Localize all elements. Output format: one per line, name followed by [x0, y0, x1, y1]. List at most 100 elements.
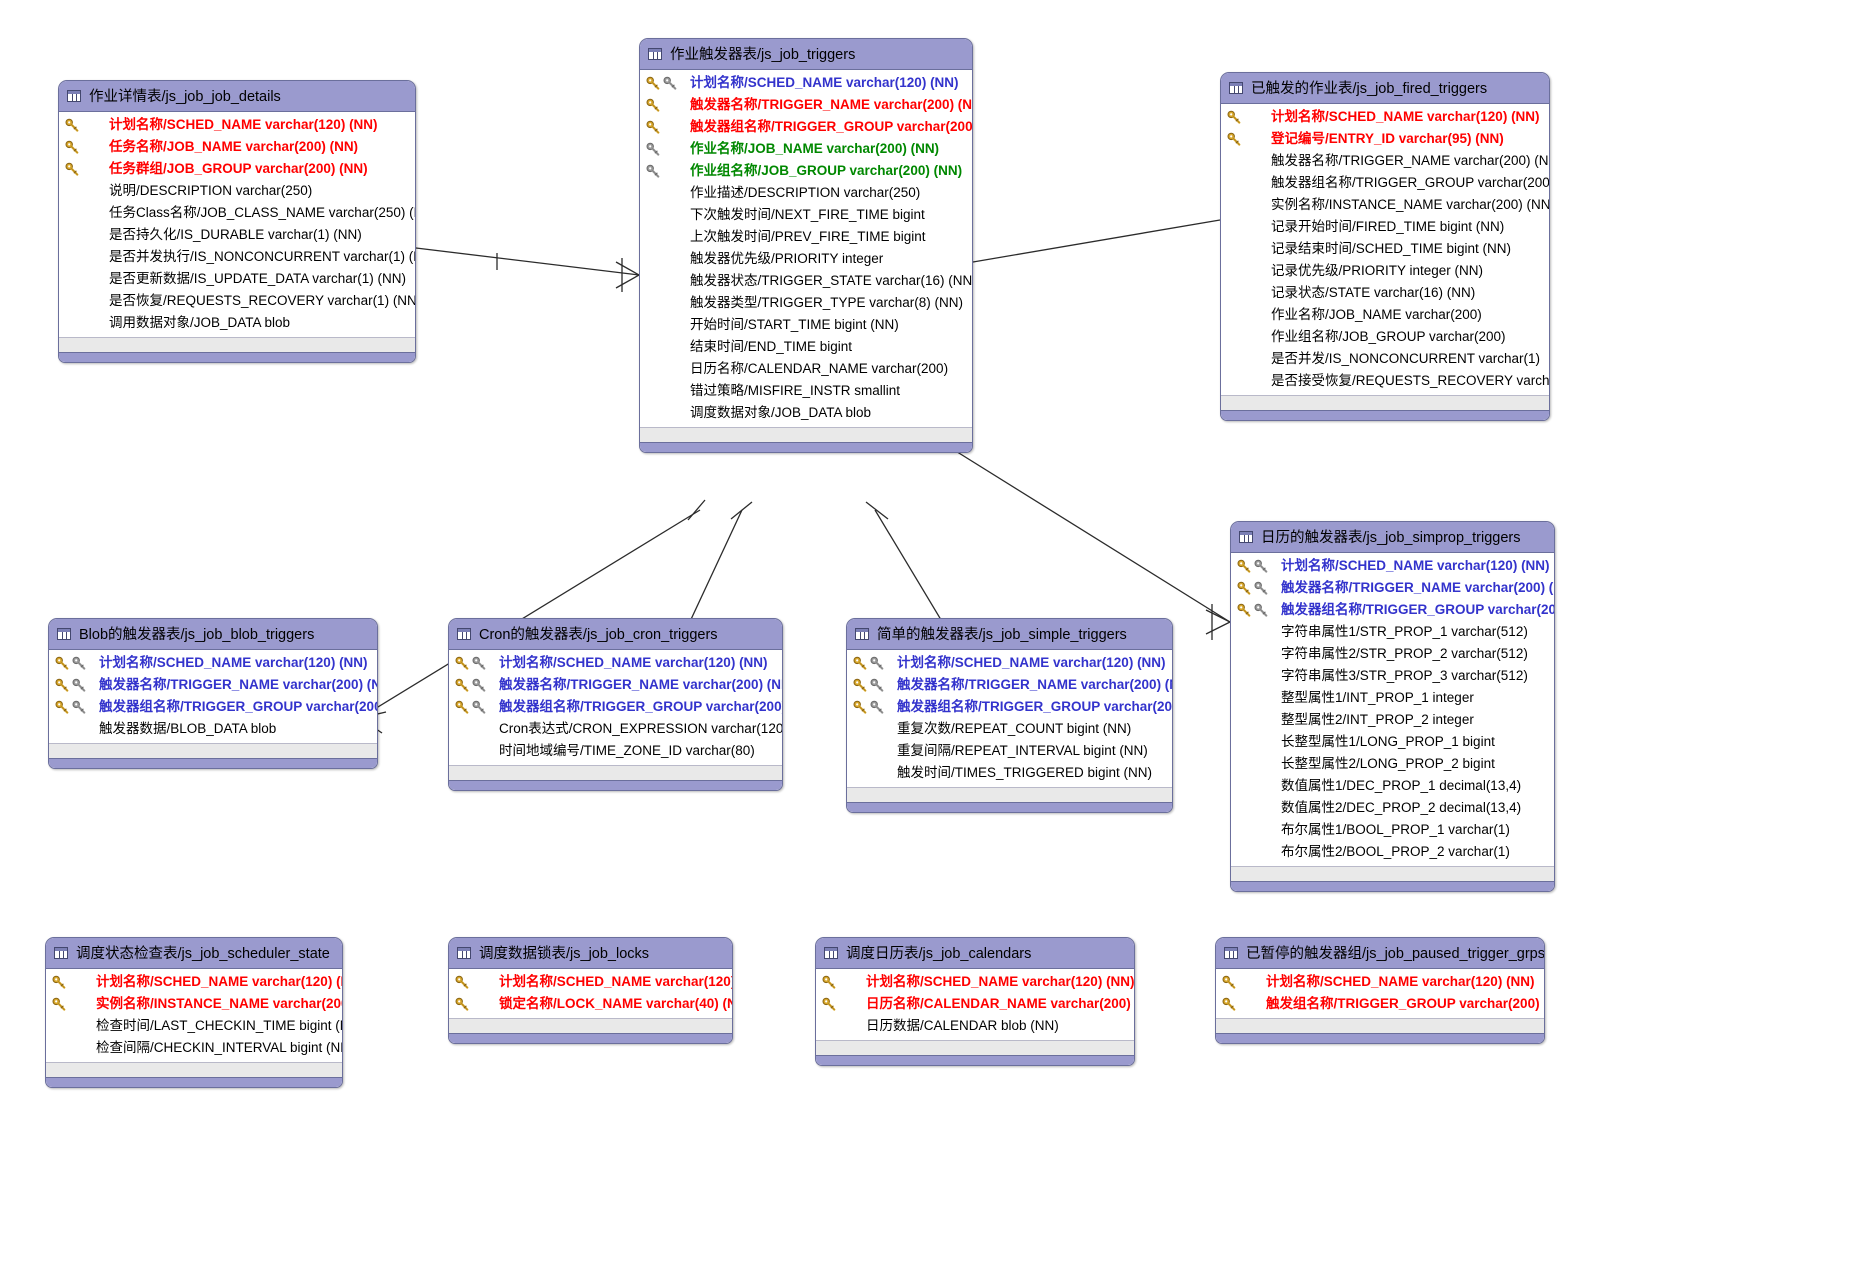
column-row[interactable]: 计划名称/SCHED_NAME varchar(120) (NN)	[640, 72, 972, 94]
column-row[interactable]: 计划名称/SCHED_NAME varchar(120) (NN)	[49, 652, 377, 674]
column-row[interactable]: 记录开始时间/FIRED_TIME bigint (NN)	[1221, 216, 1549, 238]
column-row[interactable]: 重复间隔/REPEAT_INTERVAL bigint (NN)	[847, 740, 1172, 762]
entity-header-simprop_triggers[interactable]: 日历的触发器表/js_job_simprop_triggers	[1231, 522, 1554, 553]
column-row[interactable]: 是否恢复/REQUESTS_RECOVERY varchar(1) (NN)	[59, 290, 415, 312]
column-row[interactable]: 重复次数/REPEAT_COUNT bigint (NN)	[847, 718, 1172, 740]
column-row[interactable]: 日历名称/CALENDAR_NAME varchar(200) (NN)	[816, 993, 1134, 1015]
entity-header-locks[interactable]: 调度数据锁表/js_job_locks	[449, 938, 732, 969]
entity-header-job_details[interactable]: 作业详情表/js_job_job_details	[59, 81, 415, 112]
column-row[interactable]: 计划名称/SCHED_NAME varchar(120) (NN)	[1216, 971, 1544, 993]
column-row[interactable]: 触发器组名称/TRIGGER_GROUP varchar(200) (NN)	[640, 116, 972, 138]
column-row[interactable]: 数值属性1/DEC_PROP_1 decimal(13,4)	[1231, 775, 1554, 797]
column-row[interactable]: 锁定名称/LOCK_NAME varchar(40) (NN)	[449, 993, 732, 1015]
column-row[interactable]: 是否更新数据/IS_UPDATE_DATA varchar(1) (NN)	[59, 268, 415, 290]
column-row[interactable]: 是否并发/IS_NONCONCURRENT varchar(1)	[1221, 348, 1549, 370]
column-row[interactable]: 结束时间/END_TIME bigint	[640, 336, 972, 358]
column-row[interactable]: 检查时间/LAST_CHECKIN_TIME bigint (NN)	[46, 1015, 342, 1037]
column-row[interactable]: 开始时间/START_TIME bigint (NN)	[640, 314, 972, 336]
column-row[interactable]: 计划名称/SCHED_NAME varchar(120) (NN)	[449, 652, 782, 674]
column-row[interactable]: 触发器组名称/TRIGGER_GROUP varchar(200) (NN)	[49, 696, 377, 718]
column-row[interactable]: 作业组名称/JOB_GROUP varchar(200) (NN)	[640, 160, 972, 182]
column-row[interactable]: 调用数据对象/JOB_DATA blob	[59, 312, 415, 334]
column-row[interactable]: 触发器数据/BLOB_DATA blob	[49, 718, 377, 740]
column-row[interactable]: 任务名称/JOB_NAME varchar(200) (NN)	[59, 136, 415, 158]
column-row[interactable]: 日历数据/CALENDAR blob (NN)	[816, 1015, 1134, 1037]
column-row[interactable]: 字符串属性3/STR_PROP_3 varchar(512)	[1231, 665, 1554, 687]
column-row[interactable]: 上次触发时间/PREV_FIRE_TIME bigint	[640, 226, 972, 248]
column-row[interactable]: 日历名称/CALENDAR_NAME varchar(200)	[640, 358, 972, 380]
column-row[interactable]: 是否并发执行/IS_NONCONCURRENT varchar(1) (NN)	[59, 246, 415, 268]
column-row[interactable]: 触发器优先级/PRIORITY integer	[640, 248, 972, 270]
column-row[interactable]: 整型属性1/INT_PROP_1 integer	[1231, 687, 1554, 709]
column-row[interactable]: 计划名称/SCHED_NAME varchar(120) (NN)	[816, 971, 1134, 993]
column-row[interactable]: 触发器名称/TRIGGER_NAME varchar(200) (NN)	[640, 94, 972, 116]
column-row[interactable]: 触发器名称/TRIGGER_NAME varchar(200) (NN)	[1231, 577, 1554, 599]
entity-header-fired_triggers[interactable]: 已触发的作业表/js_job_fired_triggers	[1221, 73, 1549, 104]
column-row[interactable]: 触发器名称/TRIGGER_NAME varchar(200) (NN)	[449, 674, 782, 696]
column-row[interactable]: 错过策略/MISFIRE_INSTR smallint	[640, 380, 972, 402]
column-row[interactable]: 计划名称/SCHED_NAME varchar(120) (NN)	[449, 971, 732, 993]
column-row[interactable]: 作业描述/DESCRIPTION varchar(250)	[640, 182, 972, 204]
column-row[interactable]: Cron表达式/CRON_EXPRESSION varchar(120) (NN…	[449, 718, 782, 740]
entity-header-blob_triggers[interactable]: Blob的触发器表/js_job_blob_triggers	[49, 619, 377, 650]
column-row[interactable]: 登记编号/ENTRY_ID varchar(95) (NN)	[1221, 128, 1549, 150]
column-row[interactable]: 长整型属性1/LONG_PROP_1 bigint	[1231, 731, 1554, 753]
column-row[interactable]: 实例名称/INSTANCE_NAME varchar(200) (NN)	[46, 993, 342, 1015]
column-row[interactable]: 触发器组名称/TRIGGER_GROUP varchar(200) (NN)	[1221, 172, 1549, 194]
column-row[interactable]: 检查间隔/CHECKIN_INTERVAL bigint (NN)	[46, 1037, 342, 1059]
column-row[interactable]: 触发器名称/TRIGGER_NAME varchar(200) (NN)	[847, 674, 1172, 696]
entity-header-calendars[interactable]: 调度日历表/js_job_calendars	[816, 938, 1134, 969]
column-row[interactable]: 说明/DESCRIPTION varchar(250)	[59, 180, 415, 202]
column-row[interactable]: 长整型属性2/LONG_PROP_2 bigint	[1231, 753, 1554, 775]
entity-header-triggers[interactable]: 作业触发器表/js_job_triggers	[640, 39, 972, 70]
column-row[interactable]: 时间地域编号/TIME_ZONE_ID varchar(80)	[449, 740, 782, 762]
column-row[interactable]: 触发时间/TIMES_TRIGGERED bigint (NN)	[847, 762, 1172, 784]
column-row[interactable]: 触发器状态/TRIGGER_STATE varchar(16) (NN)	[640, 270, 972, 292]
entity-header-simple_triggers[interactable]: 简单的触发器表/js_job_simple_triggers	[847, 619, 1172, 650]
column-row[interactable]: 触发器组名称/TRIGGER_GROUP varchar(200) (NN)	[449, 696, 782, 718]
column-row[interactable]: 任务群组/JOB_GROUP varchar(200) (NN)	[59, 158, 415, 180]
column-row[interactable]: 是否持久化/IS_DURABLE varchar(1) (NN)	[59, 224, 415, 246]
column-row[interactable]: 实例名称/INSTANCE_NAME varchar(200) (NN)	[1221, 194, 1549, 216]
column-row[interactable]: 触发器组名称/TRIGGER_GROUP varchar(200) (NN)	[847, 696, 1172, 718]
column-row[interactable]: 字符串属性2/STR_PROP_2 varchar(512)	[1231, 643, 1554, 665]
column-row[interactable]: 记录状态/STATE varchar(16) (NN)	[1221, 282, 1549, 304]
column-row[interactable]: 整型属性2/INT_PROP_2 integer	[1231, 709, 1554, 731]
column-row[interactable]: 下次触发时间/NEXT_FIRE_TIME bigint	[640, 204, 972, 226]
column-row[interactable]: 计划名称/SCHED_NAME varchar(120) (NN)	[1221, 106, 1549, 128]
column-row[interactable]: 触发器组名称/TRIGGER_GROUP varchar(200) (NN)	[1231, 599, 1554, 621]
column-row[interactable]: 作业名称/JOB_NAME varchar(200) (NN)	[640, 138, 972, 160]
column-row[interactable]: 调度数据对象/JOB_DATA blob	[640, 402, 972, 424]
column-row[interactable]: 记录优先级/PRIORITY integer (NN)	[1221, 260, 1549, 282]
entity-header-cron_triggers[interactable]: Cron的触发器表/js_job_cron_triggers	[449, 619, 782, 650]
entity-header-paused_trigger_grps[interactable]: 已暂停的触发器组/js_job_paused_trigger_grps	[1216, 938, 1544, 969]
column-row[interactable]: 记录结束时间/SCHED_TIME bigint (NN)	[1221, 238, 1549, 260]
column-row[interactable]: 作业名称/JOB_NAME varchar(200)	[1221, 304, 1549, 326]
column-row[interactable]: 计划名称/SCHED_NAME varchar(120) (NN)	[59, 114, 415, 136]
column-row[interactable]: 触发器名称/TRIGGER_NAME varchar(200) (NN)	[49, 674, 377, 696]
column-row[interactable]: 布尔属性2/BOOL_PROP_2 varchar(1)	[1231, 841, 1554, 863]
entity-header-scheduler_state[interactable]: 调度状态检查表/js_job_scheduler_state	[46, 938, 342, 969]
column-row[interactable]: 计划名称/SCHED_NAME varchar(120) (NN)	[46, 971, 342, 993]
column-row[interactable]: 数值属性2/DEC_PROP_2 decimal(13,4)	[1231, 797, 1554, 819]
column-row[interactable]: 字符串属性1/STR_PROP_1 varchar(512)	[1231, 621, 1554, 643]
column-row[interactable]: 任务Class名称/JOB_CLASS_NAME varchar(250) (N…	[59, 202, 415, 224]
column-row[interactable]: 触发器名称/TRIGGER_NAME varchar(200) (NN)	[1221, 150, 1549, 172]
column-row[interactable]: 计划名称/SCHED_NAME varchar(120) (NN)	[847, 652, 1172, 674]
column-row[interactable]: 触发组名称/TRIGGER_GROUP varchar(200) (NN)	[1216, 993, 1544, 1015]
column-row[interactable]: 布尔属性1/BOOL_PROP_1 varchar(1)	[1231, 819, 1554, 841]
column-row[interactable]: 计划名称/SCHED_NAME varchar(120) (NN)	[1231, 555, 1554, 577]
column-row[interactable]: 是否接受恢复/REQUESTS_RECOVERY varchar(1)	[1221, 370, 1549, 392]
column-row[interactable]: 触发器类型/TRIGGER_TYPE varchar(8) (NN)	[640, 292, 972, 314]
